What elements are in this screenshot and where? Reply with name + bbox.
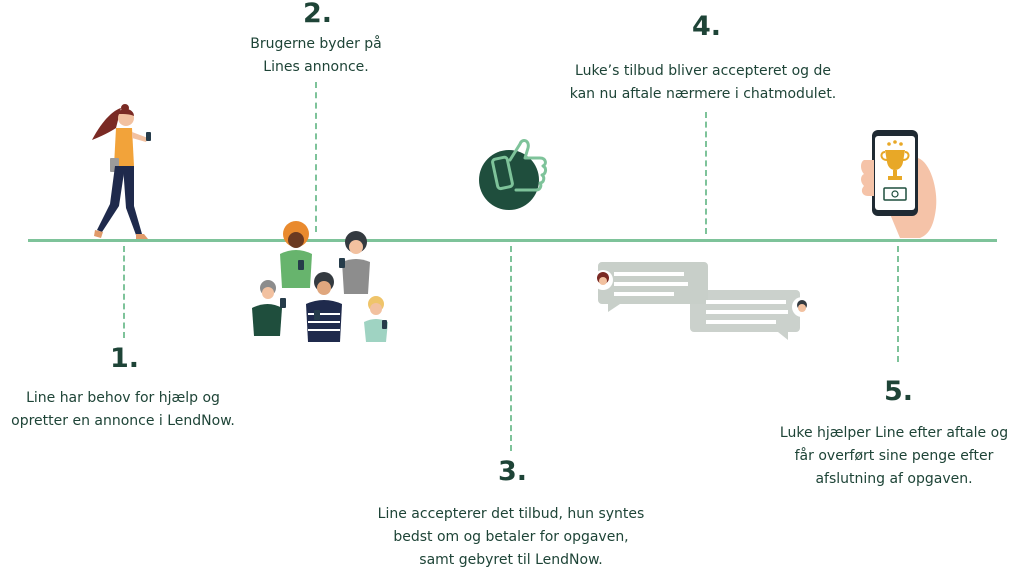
step-3-number: 3. (498, 456, 528, 487)
step-4-line-1: Luke’s tilbud bliver accepteret og de (575, 63, 831, 79)
phone-trophy-payment-icon (861, 130, 937, 238)
connector-step-1 (123, 246, 125, 338)
step-3-line-3: samt gebyret til LendNow. (419, 552, 603, 568)
step-5-line-3: afslutning af opgaven. (815, 471, 973, 487)
step-2-line-2: Lines annonce. (263, 59, 369, 75)
connector-step-2 (315, 82, 317, 232)
step-5-number: 5. (884, 376, 914, 407)
step-5-text: Luke hjælper Line efter aftale og får ov… (764, 422, 1024, 491)
connector-step-5 (897, 246, 899, 362)
step-3-line-2: bedst om og betaler for opgaven, (393, 529, 629, 545)
thumbs-up-phone-icon (479, 139, 547, 210)
chat-bubbles-icon (593, 262, 812, 340)
connector-step-4 (705, 112, 707, 234)
step-5-line-2: får overført sine penge efter (794, 448, 994, 464)
step-2-text: Brugerne byder på Lines annonce. (216, 33, 416, 79)
step-2-line-1: Brugerne byder på (250, 36, 382, 52)
timeline-line (28, 239, 997, 242)
step-3-line-1: Line accepterer det tilbud, hun syntes (377, 506, 645, 522)
step-2-number: 2. (303, 0, 333, 29)
step-4-text: Luke’s tilbud bliver accepteret og de ka… (545, 60, 861, 106)
group-of-bidders-icon (252, 221, 388, 342)
step-5-line-1: Luke hjælper Line efter aftale og (779, 425, 1009, 441)
step-1-number: 1. (110, 343, 140, 374)
woman-walking-phone-icon (92, 104, 151, 239)
step-1-line-1: Line har behov for hjælp og (26, 390, 220, 406)
step-4-line-2: kan nu aftale nærmere i chatmodulet. (569, 86, 837, 102)
step-1-line-2: opretter en annonce i LendNow. (11, 413, 235, 429)
step-1-text: Line har behov for hjælp og opretter en … (0, 387, 248, 433)
connector-step-3 (510, 246, 512, 451)
step-4-number: 4. (692, 11, 722, 42)
step-3-text: Line accepterer det tilbud, hun syntes b… (356, 503, 666, 572)
